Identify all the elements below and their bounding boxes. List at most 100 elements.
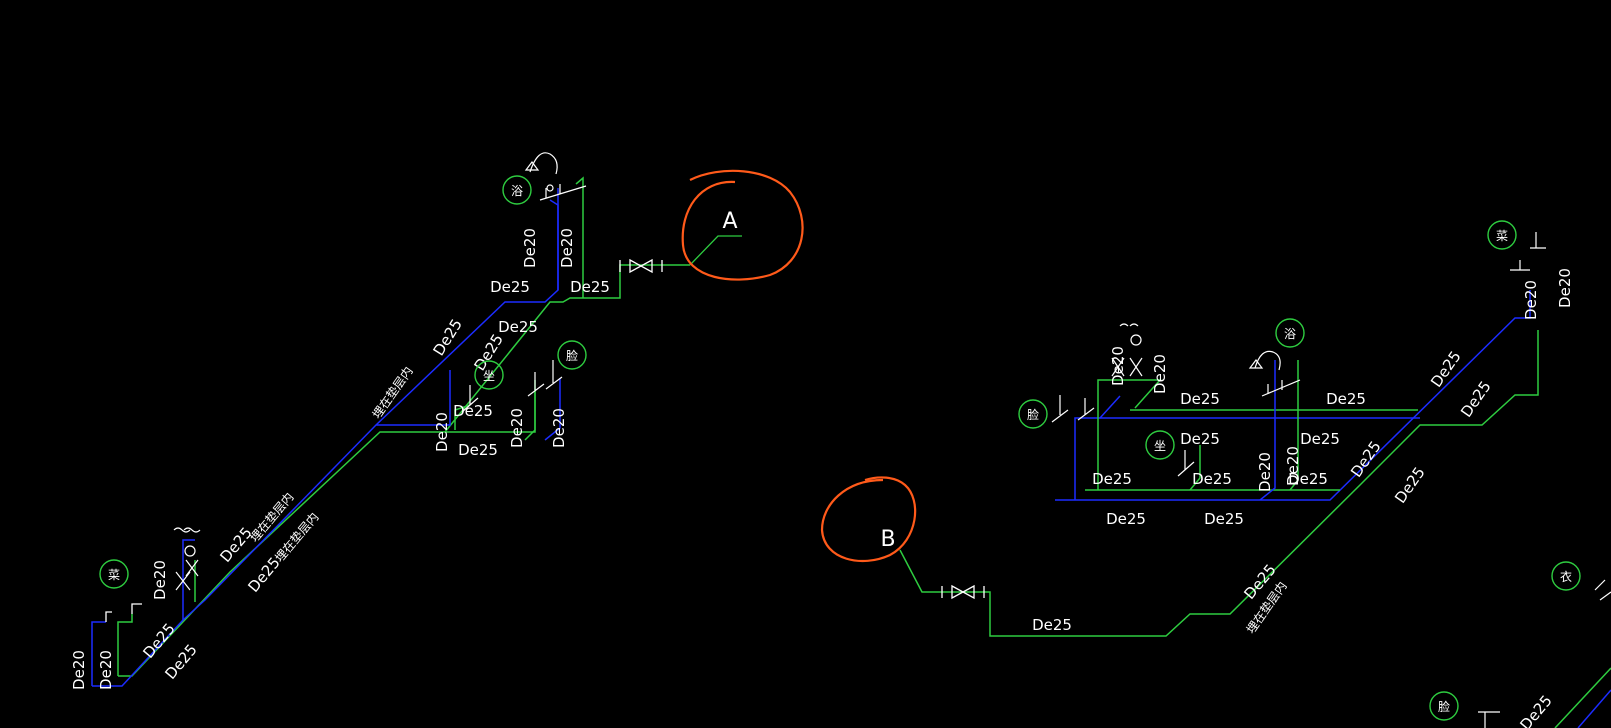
pipe-size-label: De25: [1326, 390, 1366, 408]
pipe-size-label: De25: [1106, 510, 1146, 528]
left-main-blue-pipe: [92, 188, 559, 687]
fixture-toilet-symbol: 坐: [1145, 430, 1175, 460]
left-bottom-green-riser: [117, 614, 133, 676]
right-valve-cluster: [1111, 323, 1143, 377]
fixture-char: 坐: [483, 369, 495, 383]
fixture-circle: [1018, 399, 1048, 429]
pipe-size-label: De25: [1300, 430, 1340, 448]
pipe-size-label: De25: [1288, 470, 1328, 488]
kitchen-tap-1: [105, 611, 112, 622]
left-branch-blue-2: [544, 378, 561, 441]
fixture-kitchen-symbol: 菜: [1487, 220, 1517, 250]
fixture-char: 菜: [1496, 229, 1508, 243]
fixture-char: 衣: [1560, 569, 1572, 584]
pipe-size-label: De25: [1427, 348, 1465, 391]
right-bath-shower-fixture: [1248, 350, 1301, 397]
pipe-size-label: De25: [570, 278, 610, 296]
bath-shower-fixture: [524, 152, 587, 201]
markup-label-a: A: [722, 209, 737, 234]
pipe-size-label: De25: [430, 316, 466, 359]
pipe-size-label: De20: [1151, 354, 1169, 394]
fixture-circle: [1429, 691, 1459, 721]
pipe-size-label: De25: [498, 318, 538, 336]
pipe-size-label: De20: [1284, 446, 1302, 486]
pipe-size-label: De20: [1556, 268, 1574, 308]
fixture-char: 脸: [566, 349, 578, 363]
markup-circle-b: [820, 476, 917, 563]
pipe-size-label: De20: [1109, 346, 1127, 386]
kitchen-tap-2: [131, 603, 142, 614]
right-riser-5: [1289, 360, 1299, 491]
right-main-green-pipe: [899, 330, 1539, 637]
pipe-size-label: De25: [490, 278, 530, 296]
fixture-toilet-symbol: 坐: [474, 360, 504, 390]
right-kitchen-taps: [1510, 232, 1546, 271]
right-edge-partial: [1554, 667, 1611, 728]
pipe-size-label: De25: [1180, 430, 1220, 448]
fixture-circle: [1487, 220, 1517, 250]
right-riser-1: [1074, 395, 1121, 500]
fixture-circle: [474, 360, 504, 390]
pipe-size-label: De20: [70, 650, 88, 690]
pipe-size-label: De20: [521, 228, 539, 268]
fixture-circle: [502, 175, 532, 205]
pipe-size-label: De20: [151, 560, 169, 600]
pipe-size-label: De25: [453, 402, 493, 420]
fixture-char: 坐: [1154, 439, 1166, 453]
left-bottom-blue-riser: [91, 621, 106, 686]
fixture-circle: [99, 559, 129, 589]
right-riser-4: [1259, 360, 1276, 501]
bath-riser-blue: [549, 199, 559, 290]
right-system: [899, 232, 1611, 728]
right-riser-2: [1097, 379, 1162, 490]
pipe-note-label: 埋在垫层内: [369, 364, 416, 422]
left-branch-green-2: [454, 404, 471, 430]
fixture-laundry-symbol: 衣: [1551, 561, 1581, 591]
fixture-basin-symbol: 脸: [1429, 691, 1459, 721]
fixture-kitchen-symbol: 菜: [99, 559, 129, 589]
right-edge-partial-blue: [1577, 689, 1611, 728]
left-branch-green-3: [524, 390, 536, 441]
left-system: [91, 152, 742, 687]
left-valve-riser: [182, 539, 195, 620]
right-riser-3: [1189, 445, 1201, 491]
pipe-size-label: De20: [97, 650, 115, 690]
pipe-size-label: De25: [161, 641, 200, 683]
fixture-circle: [1275, 318, 1305, 348]
valve-b: [941, 584, 985, 600]
fixture-char: 浴: [1284, 327, 1296, 341]
fixture-circle: [1145, 430, 1175, 460]
leader-a: [689, 235, 742, 266]
markup-label-b: B: [880, 527, 895, 552]
pipe-size-label: De20: [508, 408, 526, 448]
pipe-size-label: De25: [1032, 616, 1072, 634]
pipe-size-label: De20: [1522, 280, 1540, 320]
pipe-size-label: De25: [458, 441, 498, 459]
right-edge-taps: [1478, 579, 1611, 728]
pipe-size-label: De25: [1180, 390, 1220, 408]
pipe-size-label: De25: [1092, 470, 1132, 488]
pipe-size-label: De20: [433, 412, 451, 452]
fixture-basin-symbol: 脸: [557, 340, 587, 370]
left-main-green-pipe: [118, 264, 690, 677]
fixture-bath-symbol: 浴: [502, 175, 532, 205]
valve-a: [619, 258, 663, 274]
fixture-char: 菜: [108, 568, 120, 582]
pipe-size-label: De25: [216, 524, 255, 566]
left-branch-blue: [376, 370, 451, 426]
right-toilet-tap: [1177, 450, 1195, 477]
pipe-size-label: De20: [1256, 452, 1274, 492]
fixture-char: 浴: [511, 184, 523, 198]
bath-riser-green: [575, 176, 584, 298]
fixture-circle: [557, 340, 587, 370]
fixture-basin-symbol: 脸: [1018, 399, 1048, 429]
pipe-size-label: De25: [1347, 438, 1385, 481]
right-main-blue-pipe: [1055, 290, 1531, 501]
toilet-and-basin-taps: [461, 360, 563, 413]
pipe-size-label: De25: [1192, 470, 1232, 488]
fixture-circle: [1551, 561, 1581, 591]
pipe-size-label: De20: [558, 228, 576, 268]
